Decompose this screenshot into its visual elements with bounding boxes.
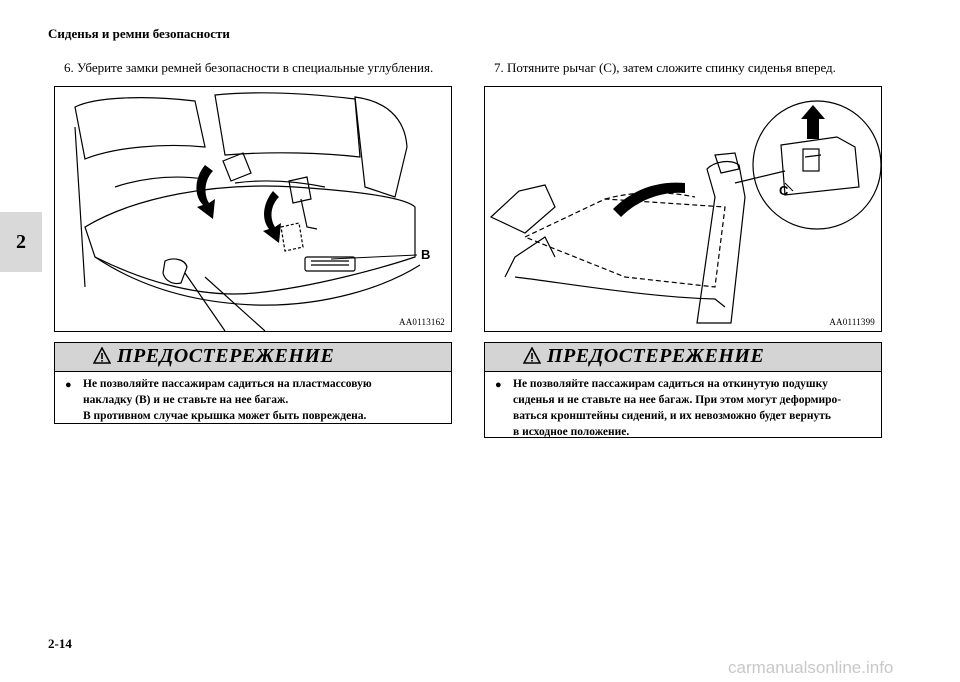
- warning-body: ● Не позволяйте пассажирам садиться на о…: [485, 372, 881, 440]
- figure-seat-fold: C AA0111399: [484, 86, 882, 332]
- bullet: ●: [495, 379, 502, 391]
- warning-title: ПРЕДОСТЕРЕЖЕНИЕ: [547, 345, 765, 367]
- warning-line: сиденья и не ставьте на нее багаж. При э…: [513, 394, 842, 406]
- page-section-title: Сиденья и ремни безопасности: [48, 26, 230, 41]
- seat-belt-buckle-illustration: [74, 92, 421, 331]
- warning-line: в исходное положение.: [513, 426, 630, 438]
- callout-c-label: C: [779, 183, 789, 198]
- warning-line: накладку (B) и не ставьте на нее багаж.: [83, 394, 289, 406]
- bullet: ●: [65, 379, 72, 391]
- step-7-text: 7. Потяните рычаг (C), затем сложите спи…: [494, 60, 836, 75]
- warning-line: Не позволяйте пассажирам садиться на отк…: [513, 378, 828, 390]
- page-number: 2-14: [48, 636, 72, 651]
- warning-line: В противном случае крышка может быть пов…: [83, 410, 367, 422]
- warning-title: ПРЕДОСТЕРЕЖЕНИЕ: [117, 345, 335, 367]
- seat-folding-illustration: [489, 100, 881, 324]
- step-6-text: 6. Уберите замки ремней безопасности в с…: [64, 60, 434, 75]
- warning-line: ваться кронштейны сидений, и их невозмож…: [513, 410, 831, 422]
- warning-triangle-icon: [522, 346, 542, 370]
- warning-header: ПРЕДОСТЕРЕЖЕНИЕ: [55, 343, 451, 372]
- warning-triangle-icon: [92, 346, 112, 370]
- warning-box-right: ПРЕДОСТЕРЕЖЕНИЕ ● Не позволяйте пассажир…: [484, 342, 882, 438]
- callout-b-label: B: [421, 247, 431, 262]
- figure-code: AA0113162: [399, 317, 445, 327]
- figure-code: AA0111399: [829, 317, 875, 327]
- figure-seat-belt-buckles: B AA0113162: [54, 86, 452, 332]
- warning-body: ● Не позволяйте пассажирам садиться на п…: [55, 372, 451, 424]
- warning-line: Не позволяйте пассажирам садиться на пла…: [83, 378, 372, 390]
- chapter-tab: 2: [0, 212, 42, 272]
- warning-header: ПРЕДОСТЕРЕЖЕНИЕ: [485, 343, 881, 372]
- warning-box-left: ПРЕДОСТЕРЕЖЕНИЕ ● Не позволяйте пассажир…: [54, 342, 452, 424]
- watermark: carmanualsonline.info: [728, 658, 894, 677]
